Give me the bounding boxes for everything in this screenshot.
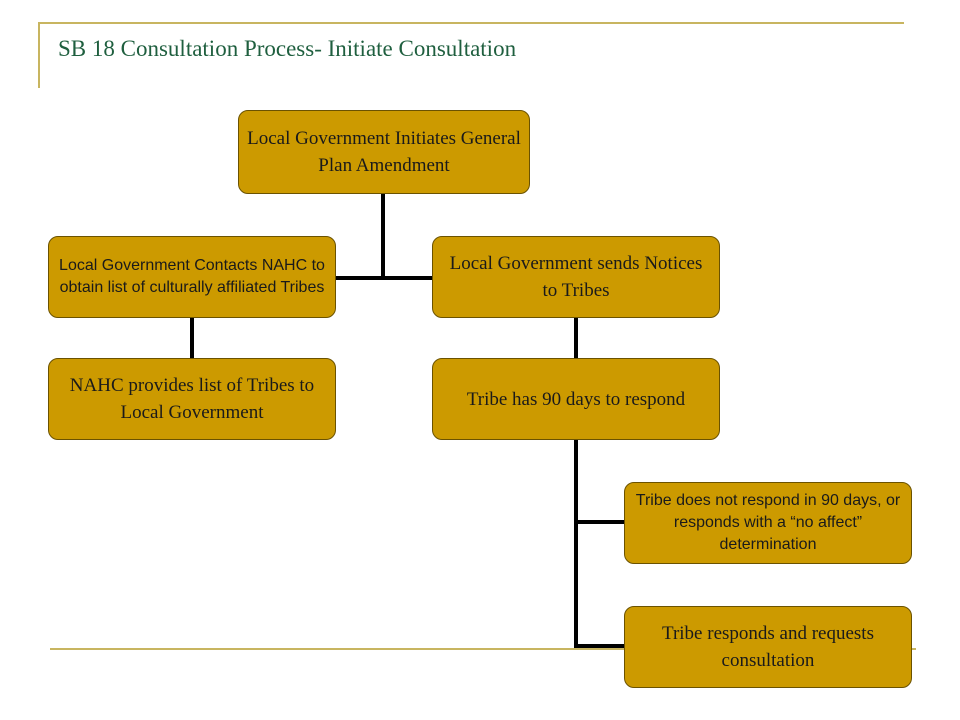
node-tribe-90-days: Tribe has 90 days to respond — [432, 358, 720, 440]
node-requests-consultation-label: Tribe responds and requests consultation — [662, 623, 874, 671]
node-contacts-nahc-label: Local Government Contacts NAHC to obtain… — [59, 257, 325, 296]
bottom-rule — [50, 648, 916, 650]
node-tribe-90-days-label: Tribe has 90 days to respond — [466, 388, 686, 410]
node-sends-notices-label: Local Government sends Notices to Tribes — [449, 253, 703, 301]
node-nahc-provides: NAHC provides list of Tribes to Local Go… — [48, 358, 336, 440]
node-requests-consultation: Tribe responds and requests consultation — [624, 606, 912, 688]
node-no-response-label: Tribe does not respond in 90 days, or re… — [635, 492, 901, 553]
node-sends-notices: Local Government sends Notices to Tribes — [432, 236, 720, 318]
node-root-label: Local Government Initiates General Plan … — [247, 128, 521, 176]
left-rule — [38, 22, 40, 88]
node-no-response: Tribe does not respond in 90 days, or re… — [624, 482, 912, 564]
node-contacts-nahc: Local Government Contacts NAHC to obtain… — [48, 236, 336, 318]
top-rule — [38, 22, 904, 24]
slide-title: SB 18 Consultation Process- Initiate Con… — [58, 36, 517, 61]
node-root: Local Government Initiates General Plan … — [238, 110, 530, 194]
node-nahc-provides-label: NAHC provides list of Tribes to Local Go… — [69, 375, 315, 423]
